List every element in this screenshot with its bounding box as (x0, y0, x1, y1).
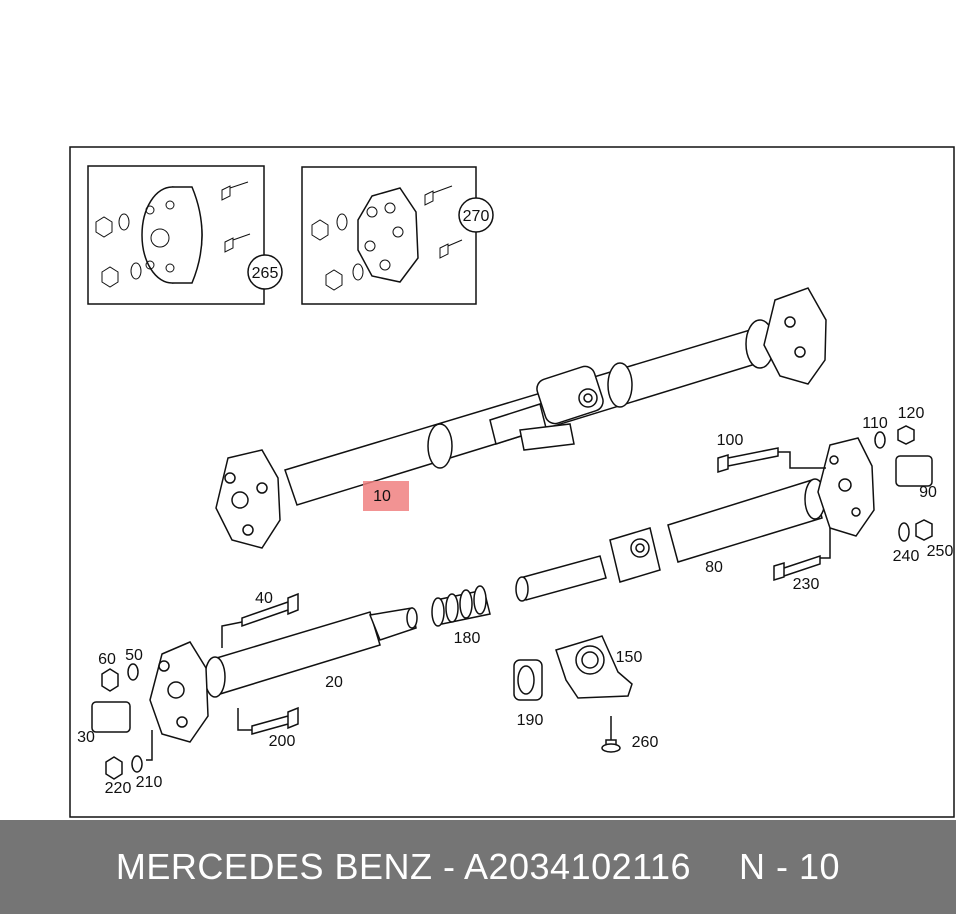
callout-80: 80 (705, 559, 723, 576)
footer-bar: MERCEDES BENZ - A2034102116 N - 10 (0, 820, 956, 914)
callout-190: 190 (517, 712, 544, 729)
callout-120: 120 (898, 405, 925, 422)
part-info: MERCEDES BENZ - A2034102116 (115, 846, 692, 887)
callout-210: 210 (136, 774, 163, 791)
callout-90: 90 (919, 484, 937, 501)
callout-40: 40 (255, 590, 273, 607)
inset-box-265: 265 (87, 165, 283, 305)
main-driveshaft (215, 287, 827, 549)
front-shaft-20 (91, 592, 418, 780)
callout-265: 265 (252, 265, 279, 282)
highlight-10 (363, 481, 409, 511)
callout-50: 50 (125, 647, 143, 664)
center-support-parts (431, 585, 633, 753)
rear-shaft-80 (515, 437, 875, 602)
callout-100: 100 (717, 432, 744, 449)
callout-20: 20 (325, 674, 343, 691)
callout-230: 230 (793, 576, 820, 593)
callout-150: 150 (616, 649, 643, 666)
hardware-upper-right (717, 425, 933, 582)
callout-200: 200 (269, 733, 296, 750)
callout-250: 250 (927, 543, 954, 560)
callout-240: 240 (893, 548, 920, 565)
callout-10: 10 (373, 488, 391, 505)
callout-110: 110 (862, 415, 888, 432)
callout-bubble-265 (247, 254, 283, 290)
callout-180: 180 (454, 630, 481, 647)
callout-60: 60 (98, 651, 116, 668)
callout-220: 220 (105, 780, 132, 797)
inset-box-270: 270 (301, 166, 494, 305)
reference-number: N - 10 (739, 846, 841, 887)
callout-270: 270 (463, 208, 490, 225)
footer-text: MERCEDES BENZ - A2034102116 N - 10 (0, 820, 956, 914)
callout-bubble-270 (458, 197, 494, 233)
callout-30: 30 (77, 729, 95, 746)
callout-260: 260 (632, 734, 659, 751)
